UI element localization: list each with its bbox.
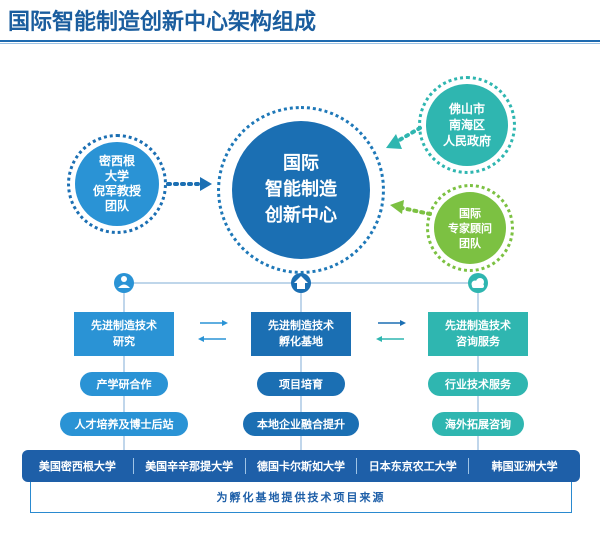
title-rule [0,40,600,42]
column-box-incubation-line-2: 孵化基地 [279,335,323,348]
arrow-col1-to-col2 [200,320,228,326]
right-top-node-line-3: 人民政府 [442,134,491,148]
right-top-node-line-1: 佛山市 [448,102,485,116]
right-bottom-node-line-2: 专家顾问 [448,221,492,235]
university-1: 美国密西根大学 [22,458,134,474]
person-icon [118,276,130,288]
pill-incubation-2: 本地企业融合提升 [243,412,359,436]
right-top-node: 佛山市 南海区 人民政府 [426,84,508,166]
column-box-incubation: 先进制造技术 孵化基地 [251,312,351,356]
left-node: 密西根 大学 倪军教授 团队 [75,142,159,226]
left-node-line-3: 倪军教授 [92,184,141,198]
university-5: 韩国亚洲大学 [491,460,558,473]
left-arrow-head [200,177,212,191]
center-line-1: 国际 [283,153,319,174]
column-box-incubation-line-1: 先进制造技术 [268,319,334,332]
column-box-consulting-line-2: 咨询服务 [456,335,500,348]
pill-research-2: 人才培养及博士后站 [60,412,188,436]
left-node-line-2: 大学 [104,169,129,183]
right-bottom-dotted-connector [400,206,432,216]
page-title: 国际智能制造创新中心架构组成 [8,10,317,35]
footer-caption: 为孵化基地提供技术项目来源 [30,482,572,513]
title-rule-thin [0,43,600,44]
university-2: 美国辛辛那提大学 [134,458,246,474]
right-bottom-node-line-3: 团队 [459,236,481,250]
center-node: 国际 智能制造 创新中心 [232,121,370,259]
pill-consulting-2: 海外拓展咨询 [432,412,524,436]
column-box-research-line-2: 研究 [113,335,135,348]
right-bottom-arrow-head [390,200,404,214]
cloud-icon [471,278,484,288]
right-bottom-node: 国际 专家顾问 团队 [434,192,506,264]
right-top-node-ring [418,76,516,174]
arrow-col2-to-col1 [198,336,226,342]
column-box-consulting: 先进制造技术 咨询服务 [428,312,528,356]
left-node-line-1: 密西根 [98,154,135,168]
column-box-research: 先进制造技术 研究 [74,312,174,356]
arrow-col2-to-col3 [378,320,406,326]
pill-incubation-1: 项目培育 [257,372,345,396]
arrow-col3-to-col2 [376,336,404,342]
right-bottom-node-line-1: 国际 [459,206,481,220]
center-line-2: 智能制造 [265,179,337,200]
pill-research-1: 产学研合作 [80,372,168,396]
center-line-3: 创新中心 [265,205,337,226]
right-bottom-node-ring [426,184,514,272]
column-box-research-line-1: 先进制造技术 [91,319,157,332]
university-4: 日本东京农工大学 [357,458,470,474]
right-top-node-line-2: 南海区 [448,118,485,132]
left-node-ring [67,134,167,234]
university-3: 德国卡尔斯如大学 [246,458,358,474]
center-node-ring [217,106,385,274]
left-node-line-4: 团队 [104,199,129,213]
right-top-arrow-head [386,134,402,149]
pill-consulting-1: 行业技术服务 [428,372,528,396]
right-top-dotted-connector [394,126,422,144]
home-icon [294,276,308,289]
universities-bar: 美国密西根大学 美国辛辛那提大学 德国卡尔斯如大学 日本东京农工大学 韩国亚洲大… [22,450,580,482]
column-box-consulting-line-1: 先进制造技术 [445,319,511,332]
